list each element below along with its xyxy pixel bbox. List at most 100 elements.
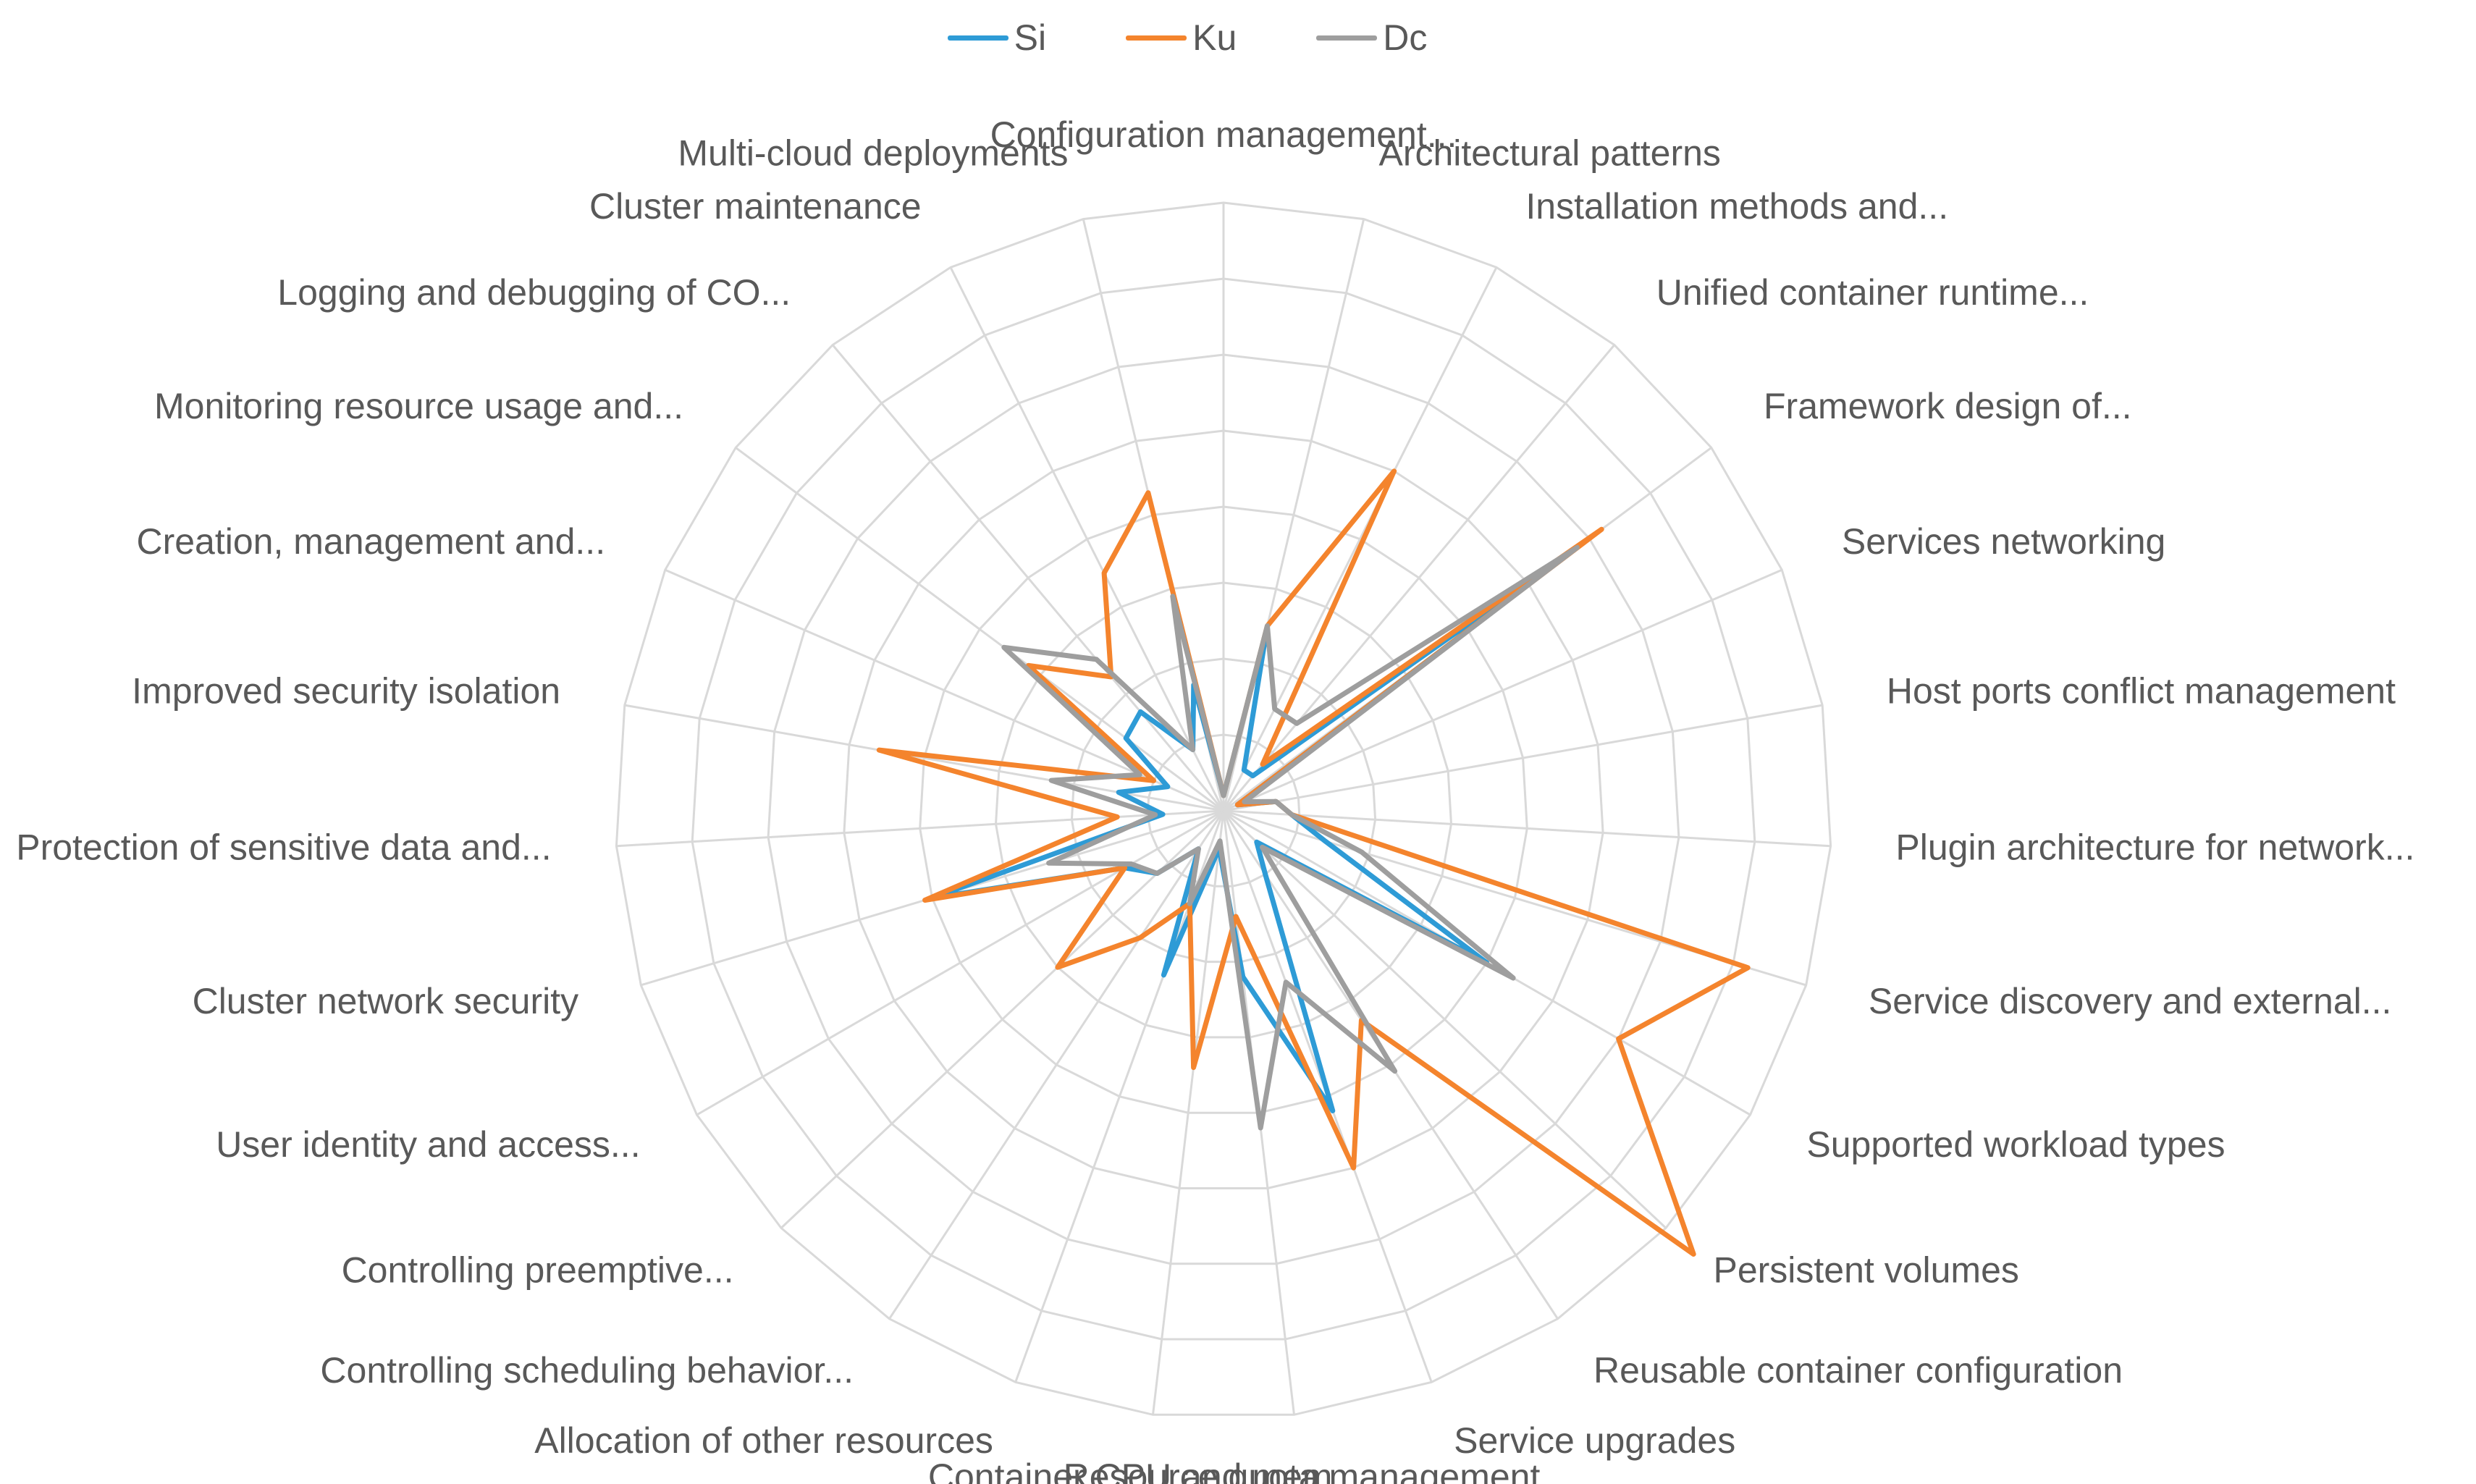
category-label: Logging and debugging of CO...: [277, 272, 791, 313]
data-point-ku: [1617, 1037, 1620, 1040]
data-point-si: [1242, 975, 1245, 978]
data-point-ku: [1153, 779, 1155, 782]
legend-label-dc: Dc: [1383, 17, 1428, 58]
data-point-si: [1252, 775, 1254, 777]
legend-item-si: Si: [947, 17, 1047, 59]
data-point-dc: [1266, 625, 1268, 628]
legend-label-ku: Ku: [1192, 17, 1237, 58]
category-label: Creation, management and...: [136, 521, 605, 562]
grid-spoke: [1222, 266, 1498, 811]
category-label: Plugin architecture for network...: [1895, 827, 2414, 867]
grid-spoke: [1223, 704, 1823, 812]
data-point-si: [1161, 813, 1164, 816]
legend: Si Ku Dc: [0, 10, 2476, 65]
data-point-si: [1242, 769, 1245, 772]
data-point-dc: [1050, 779, 1053, 782]
category-label: Service discovery and external...: [1869, 981, 2392, 1021]
category-label: Framework design of...: [1764, 386, 2132, 426]
category-label: Services networking: [1842, 521, 2165, 562]
data-point-si: [1324, 840, 1327, 843]
category-label: User identity and access...: [216, 1124, 640, 1165]
data-point-ku: [1147, 492, 1150, 494]
data-point-dc: [1171, 595, 1174, 598]
grid-ring: [691, 277, 1756, 1341]
grid-spoke: [696, 809, 1224, 1116]
data-point-ku: [924, 899, 927, 901]
data-point-dc: [1284, 981, 1287, 984]
data-point-ku: [1234, 915, 1237, 918]
data-point-dc: [1138, 773, 1141, 776]
data-point-dc: [1274, 800, 1277, 803]
grid-spoke: [949, 266, 1225, 811]
data-point-ku: [1393, 470, 1396, 473]
legend-item-ku: Ku: [1126, 17, 1237, 59]
grid-spoke: [888, 810, 1225, 1320]
category-label: Allocation of other resources: [534, 1420, 993, 1461]
grid-spoke: [1223, 568, 1782, 812]
category-label: Monitoring resource usage and...: [154, 386, 683, 426]
data-point-dc: [1155, 872, 1158, 874]
data-point-si: [1162, 974, 1165, 977]
grid-spoke: [735, 447, 1224, 812]
data-point-si: [1139, 710, 1142, 713]
data-point-dc: [1360, 851, 1363, 853]
legend-swatch-si: [947, 35, 1008, 41]
data-point-dc: [1576, 546, 1578, 549]
data-point-si: [1331, 1109, 1334, 1112]
data-point-si: [1117, 791, 1120, 793]
legend-label-si: Si: [1014, 17, 1047, 58]
grid-spoke: [665, 568, 1224, 812]
data-point-ku: [1746, 966, 1749, 969]
data-point-dc: [1243, 801, 1246, 803]
category-label: Unified container runtime...: [1656, 272, 2089, 313]
data-point-dc: [1290, 814, 1293, 816]
category-label: Cluster maintenance: [589, 186, 922, 227]
category-label: Host ports conflict management: [1887, 671, 2396, 712]
category-label: Improved security isolation: [132, 671, 560, 712]
data-point-ku: [1692, 1253, 1695, 1255]
data-point-dc: [1273, 707, 1276, 710]
data-point-ku: [1352, 1166, 1355, 1169]
grid-spoke: [616, 809, 1224, 848]
data-point-dc: [1512, 977, 1515, 979]
grid-ring: [615, 201, 1832, 1416]
data-point-si: [1166, 785, 1169, 788]
category-label: Architectural patterns: [1379, 132, 1721, 173]
category-label: Protection of sensitive data and...: [16, 827, 551, 867]
data-point-si: [1264, 873, 1267, 876]
legend-swatch-dc: [1316, 35, 1378, 41]
category-label: Service upgrades: [1454, 1420, 1735, 1461]
grid-ring: [919, 505, 1528, 1114]
grid-spoke: [1222, 809, 1667, 1229]
category-label: Persistent volumes: [1714, 1249, 2019, 1290]
series-lines: [876, 468, 1751, 1257]
grid-spoke: [1223, 809, 1831, 848]
data-point-ku: [1056, 966, 1059, 969]
data-point-ku: [1027, 664, 1029, 667]
grid: [615, 201, 1832, 1416]
grid-ring: [843, 429, 1604, 1189]
data-point-dc: [1222, 794, 1225, 797]
data-point-dc: [1003, 646, 1006, 649]
grid-ring: [767, 353, 1680, 1265]
data-point-dc: [1259, 1126, 1262, 1129]
category-label: Container CPU and mem...: [928, 1456, 1363, 1484]
grid-spoke: [1152, 810, 1225, 1415]
data-point-si: [1255, 840, 1258, 843]
data-point-dc: [1197, 848, 1200, 851]
data-point-ku: [877, 749, 880, 751]
data-point-ku: [1124, 867, 1127, 869]
category-label: Installation methods and...: [1525, 186, 1948, 227]
data-point-ku: [1192, 1066, 1195, 1069]
data-point-dc: [1295, 722, 1298, 725]
data-point-ku: [1103, 572, 1106, 575]
category-label: Resource quota management: [1064, 1456, 1541, 1484]
data-point-dc: [1095, 658, 1098, 661]
data-point-dc: [1394, 1070, 1397, 1073]
data-point-dc: [1188, 902, 1191, 905]
category-label: Supported workload types: [1806, 1124, 2225, 1165]
data-point-ku: [1139, 937, 1142, 939]
grid-ring: [994, 581, 1453, 1039]
